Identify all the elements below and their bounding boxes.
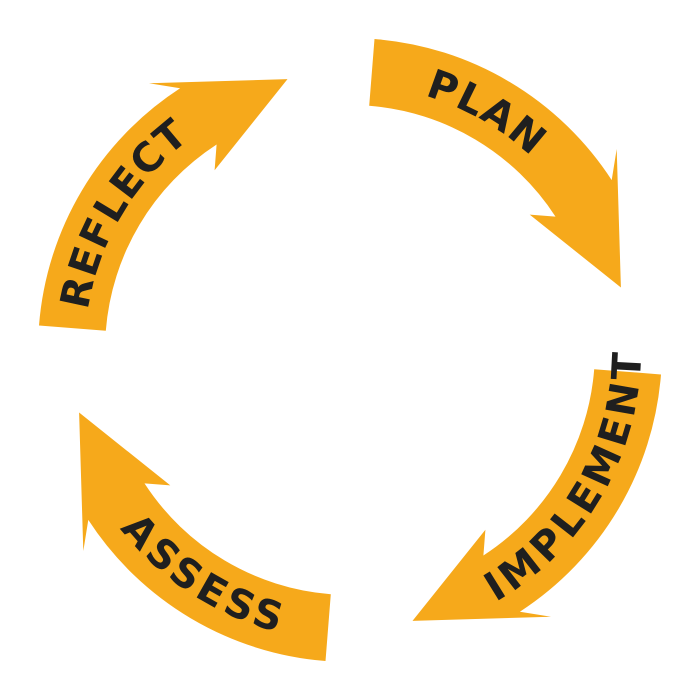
cycle-arrow-implement (412, 369, 661, 621)
cycle-arrow-reflect (39, 79, 288, 331)
cycle-arrow-assess (79, 412, 331, 661)
cycle-arrow-plan (369, 39, 621, 288)
